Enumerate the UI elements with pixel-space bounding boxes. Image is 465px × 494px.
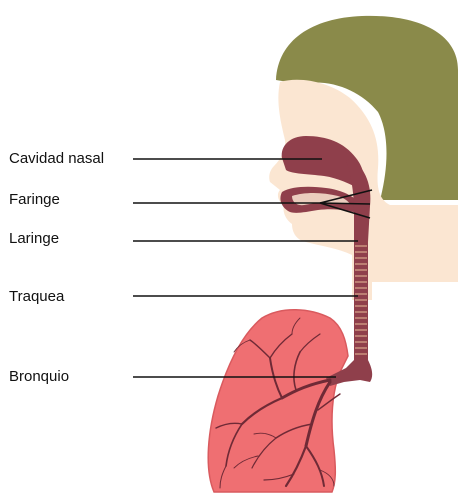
label-larynx: Laringe [9,230,59,247]
label-bronchus: Bronquio [9,368,69,385]
leader-arrow-3 [320,203,370,204]
label-nasal-cavity: Cavidad nasal [9,150,104,167]
label-trachea: Traquea [9,288,64,305]
label-pharynx: Faringe [9,191,60,208]
